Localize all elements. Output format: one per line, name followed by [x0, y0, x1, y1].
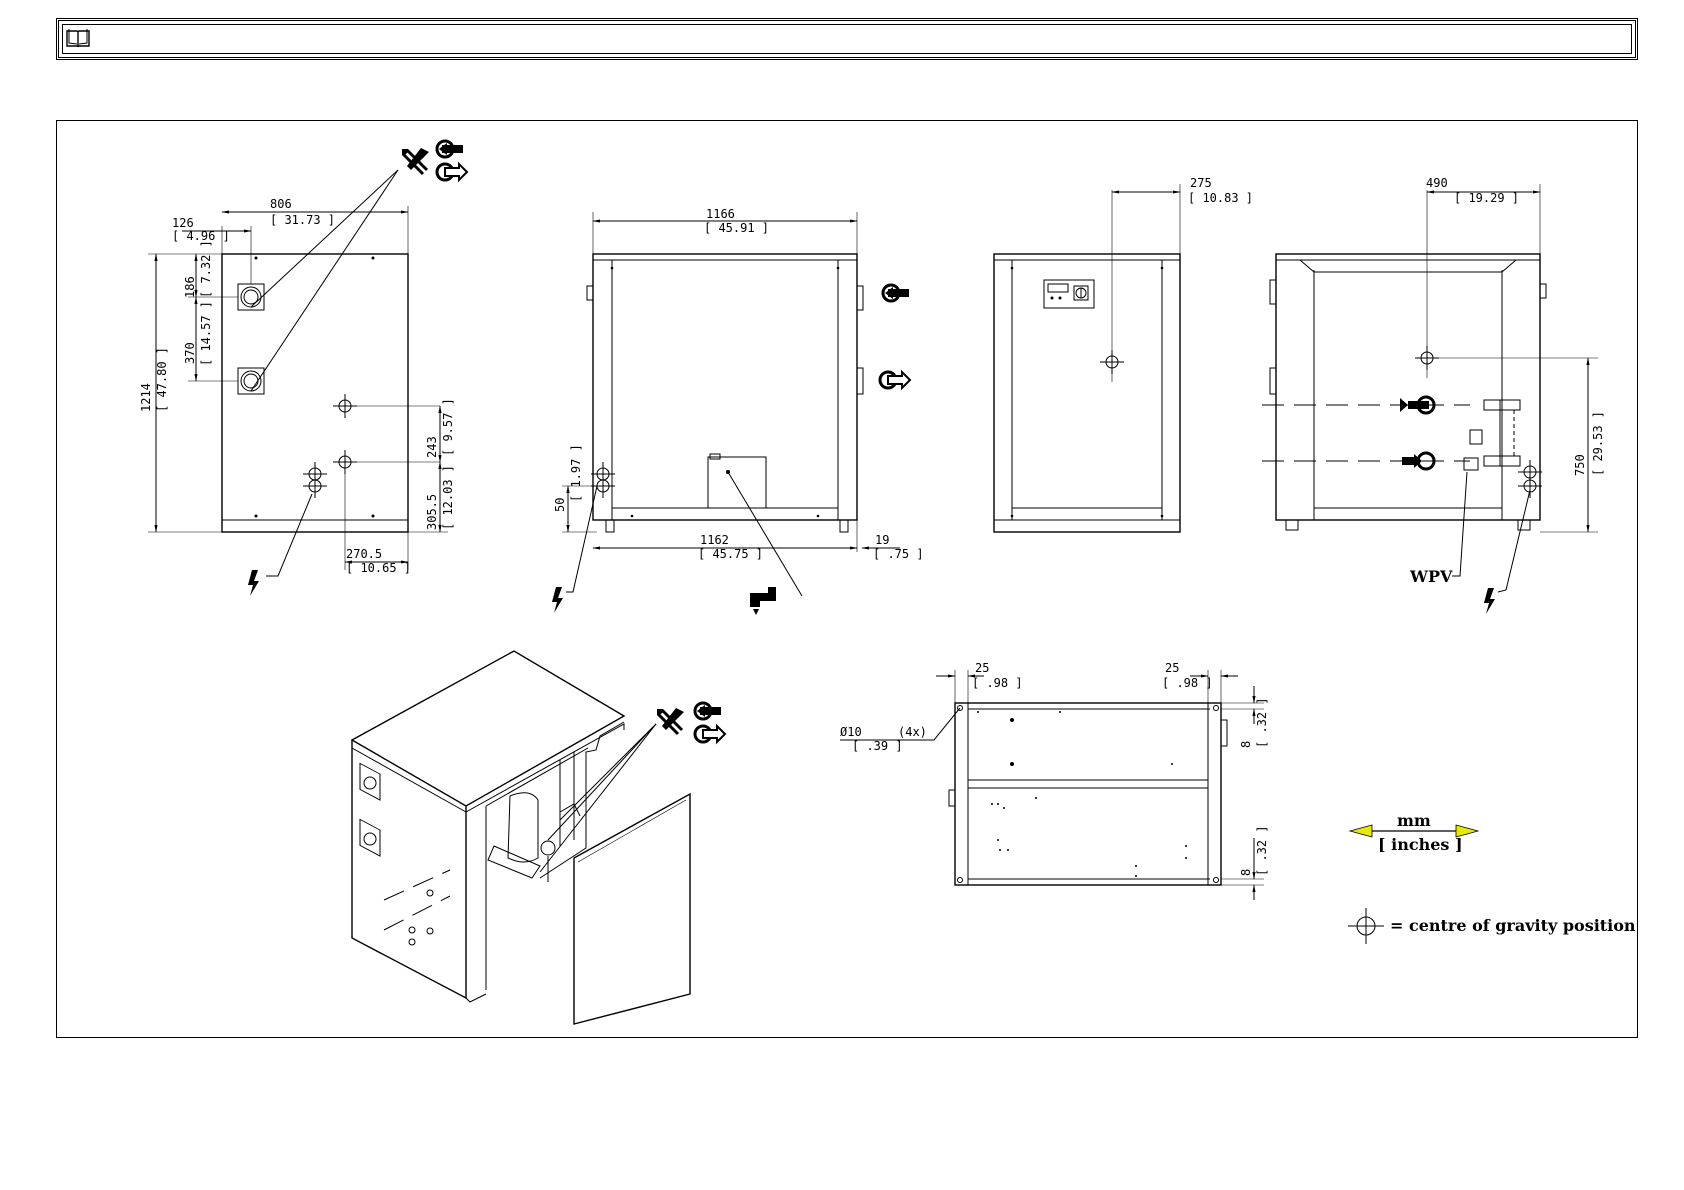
dim-1166-in: [ 45.91 ] [704, 221, 769, 235]
air-outlet-icon [878, 370, 912, 390]
dim-50: 50 [553, 498, 567, 512]
power-icon [1484, 588, 1495, 614]
dim-19-in: [ .75 ] [873, 547, 924, 561]
water-drain-icon [750, 587, 776, 615]
dim-1214-in: [ 47.80 ] [155, 347, 169, 412]
top-view [840, 670, 1264, 900]
dim-hole-10: Ø10 [840, 725, 862, 739]
dim-243-in: [ 9.57 ] [441, 398, 455, 456]
dim-305-5-in: [ 12.03 ] [441, 465, 455, 530]
dim-186-in: [ 7.32 ] [199, 240, 213, 298]
dim-370: 370 [183, 342, 197, 364]
dim-126-in: [ 4.96 ] [172, 229, 230, 243]
dim-8-bottom: 8 [1239, 869, 1253, 876]
dim-8-bottom-in: [ .32 ] [1255, 825, 1269, 876]
dim-806-in: [ 31.73 ] [270, 213, 335, 227]
dim-275: 275 [1190, 176, 1212, 190]
dim-1162: 1162 [700, 533, 729, 547]
dim-750: 750 [1573, 454, 1587, 476]
dim-1166: 1166 [706, 207, 735, 221]
power-icon [248, 570, 259, 596]
dim-243: 243 [425, 436, 439, 458]
dim-8-top: 8 [1239, 741, 1253, 748]
wpv-label: WPV [1409, 567, 1453, 586]
dim-hole-count: (4x) [898, 725, 927, 739]
tools-icon [400, 146, 431, 176]
air-inlet-icon [435, 139, 465, 159]
rear-view [1262, 184, 1598, 593]
dim-1162-in: [ 45.75 ] [698, 547, 763, 561]
legend-inches: [ inches ] [1378, 835, 1463, 854]
units-legend: mm [ inches ] [1348, 811, 1480, 854]
air-outlet-icon [693, 724, 727, 744]
air-inlet-icon [881, 283, 911, 303]
dim-806: 806 [270, 197, 292, 211]
front-view [562, 212, 900, 597]
dim-25-right: 25 [1165, 661, 1179, 675]
dim-25-left: 25 [975, 661, 989, 675]
legend-mm: mm [1397, 811, 1431, 830]
dim-50-in: [ 1.97 ] [569, 444, 583, 502]
air-inlet-icon [1400, 395, 1436, 415]
air-inlet-icon [693, 701, 723, 721]
header-inner-frame [62, 24, 1632, 54]
dim-490: 490 [1426, 176, 1448, 190]
dim-126: 126 [172, 216, 194, 230]
right-side-view [993, 184, 1181, 533]
dim-1214: 1214 [139, 383, 153, 412]
dim-25-right-in: [ .98 ] [1162, 676, 1213, 690]
air-outlet-icon [435, 162, 469, 182]
book-icon [66, 29, 90, 48]
dim-305-5: 305.5 [425, 494, 439, 530]
dim-19: 19 [875, 533, 889, 547]
drawing-frame [56, 120, 1638, 1038]
dim-750-in: [ 29.53 ] [1591, 411, 1605, 476]
header-bar [56, 18, 1638, 60]
cog-legend-text: = centre of gravity position [1390, 916, 1636, 935]
cog-legend: = centre of gravity position [1348, 908, 1636, 944]
isometric-view [350, 650, 691, 1025]
dim-370-in: [ 14.57 ] [199, 301, 213, 366]
dim-186: 186 [183, 276, 197, 298]
power-icon [552, 587, 563, 613]
tools-icon [655, 706, 686, 736]
dim-8-top-in: [ .32 ] [1255, 697, 1269, 748]
dim-25-left-in: [ .98 ] [972, 676, 1023, 690]
dim-270-5: 270.5 [346, 547, 382, 561]
dim-490-in: [ 19.29 ] [1454, 191, 1519, 205]
dim-hole-10-in: [ .39 ] [852, 739, 903, 753]
dim-270-5-in: [ 10.65 ] [346, 561, 411, 575]
cog-symbol-icon [1348, 908, 1384, 944]
left-side-view [148, 169, 448, 577]
air-outlet-icon [1402, 451, 1436, 471]
dim-275-in: [ 10.83 ] [1188, 191, 1253, 205]
